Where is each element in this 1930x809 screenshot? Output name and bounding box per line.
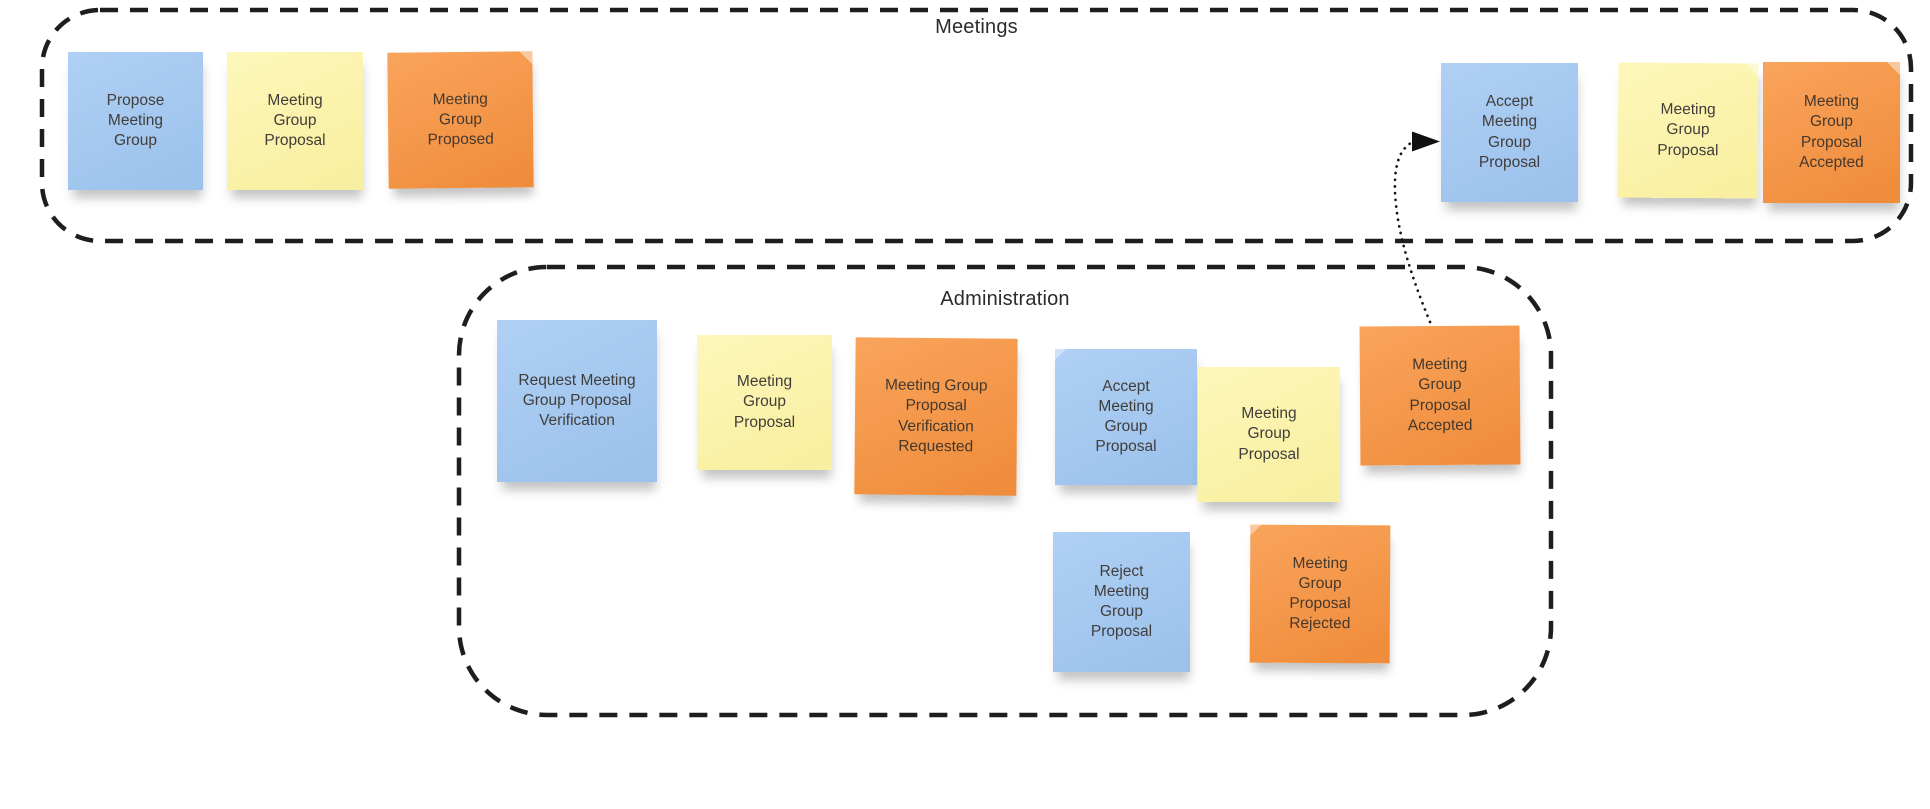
sticky-note-accept-meeting-group-proposal-meetings[interactable]: Accept Meeting Group Proposal [1441,63,1578,202]
sticky-note-accept-meeting-group-proposal-administration[interactable]: Accept Meeting Group Proposal [1055,349,1197,485]
connector-arrowhead-icon [1412,131,1440,152]
sticky-note-meeting-group-proposal-3[interactable]: Meeting Group Proposal [697,335,832,470]
sticky-note-meeting-group-proposal-rejected[interactable]: Meeting Group Proposal Rejected [1249,524,1391,664]
sticky-note-reject-meeting-group-proposal[interactable]: Reject Meeting Group Proposal [1053,532,1190,672]
sticky-note-request-meeting-group-proposal-verification[interactable]: Request Meeting Group Proposal Verificat… [497,320,657,482]
container-meetings-label: Meetings [935,16,1018,38]
sticky-note-meeting-group-proposal-accepted-administration[interactable]: Meeting Group Proposal Accepted [1359,325,1521,466]
sticky-note-meeting-group-proposed[interactable]: Meeting Group Proposed [387,51,534,189]
sticky-note-meeting-group-proposal-verification-requested[interactable]: Meeting Group Proposal Verification Requ… [854,337,1018,496]
sticky-note-meeting-group-proposal-accepted-meetings[interactable]: Meeting Group Proposal Accepted [1763,62,1900,203]
container-administration-border[interactable] [456,264,1554,718]
connector-dotted-path [1393,141,1432,324]
sticky-note-meeting-group-proposal-2[interactable]: Meeting Group Proposal [1617,62,1759,199]
sticky-note-propose-meeting-group[interactable]: Propose Meeting Group [68,52,203,190]
sticky-note-meeting-group-proposal-1[interactable]: Meeting Group Proposal [227,52,363,190]
container-administration-label: Administration [940,288,1070,310]
sticky-note-meeting-group-proposal-4[interactable]: Meeting Group Proposal [1198,367,1340,502]
container-meetings-border[interactable] [39,7,1914,244]
connector-arrow[interactable] [1393,131,1440,324]
